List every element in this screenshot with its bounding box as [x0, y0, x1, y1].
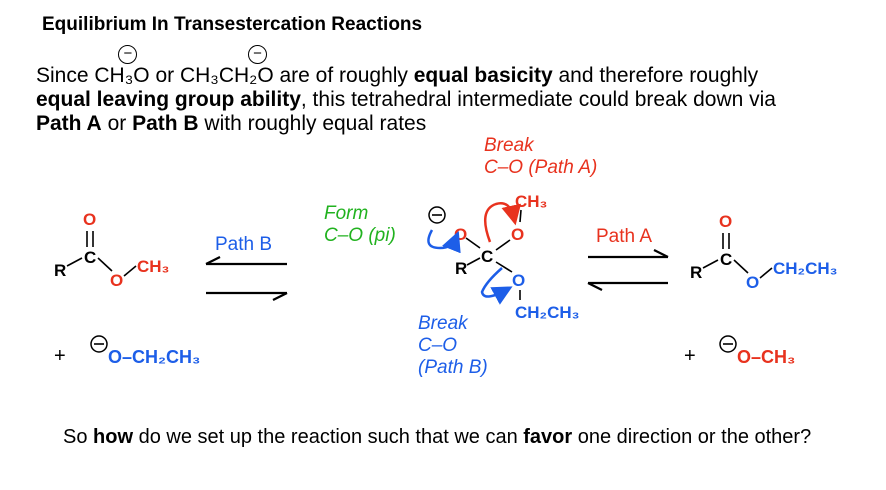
ethyl-group: CH₂CH₃ [773, 259, 838, 278]
bold-text: Path B [132, 112, 199, 135]
r-group: R [54, 261, 66, 280]
ester-oxygen: O [110, 271, 123, 290]
bold-text: equal basicity [413, 64, 553, 87]
r-group: R [455, 259, 467, 278]
explanation-paragraph: Since CH₃O− or CH₃CH₂O− are of roughly e… [36, 45, 876, 136]
bold-text: Path A [36, 112, 102, 135]
methoxide-ion: + O–CH₃ [684, 335, 795, 367]
carbonyl-oxygen: O [719, 212, 732, 231]
methyl-group: CH₃ [515, 192, 547, 211]
negative-charge-icon [90, 335, 108, 353]
svg-text:O–CH₃: O–CH₃ [737, 347, 795, 367]
ethoxide-formula: CH₃CH₂O− [179, 45, 274, 87]
path-b-arrow-label: Path B [215, 234, 272, 255]
equilibrium-arrows-right [587, 249, 669, 291]
text: or [155, 64, 180, 87]
negative-charge-icon [719, 335, 737, 353]
methyl-group: CH₃ [137, 257, 169, 276]
svg-text:+: + [54, 345, 66, 367]
ethyl-ester: O C R O CH₂CH₃ [690, 212, 838, 292]
carbonyl-oxygen: O [83, 210, 96, 229]
negative-charge-icon [428, 206, 446, 224]
question-text: So how do we set up the reaction such th… [63, 426, 812, 448]
equilibrium-arrows-left [205, 256, 288, 301]
svg-text:O–CH₂CH₃: O–CH₂CH₃ [108, 347, 200, 367]
alkoxide-oxygen: O [454, 225, 467, 244]
ethoxide-ion: + O–CH₂CH₃ [54, 335, 200, 367]
negative-charge-icon: − [247, 45, 267, 64]
text: are of roughly [279, 64, 414, 87]
text: and therefore roughly [552, 64, 759, 87]
form-pi-curved-arrow [427, 229, 461, 254]
central-carbon: C [481, 247, 493, 266]
break-path-a-curved-arrow [483, 202, 522, 243]
break-path-b-curved-arrow [480, 267, 513, 305]
carbonyl-carbon: C [84, 248, 96, 267]
path-a-arrow-label: Path A [596, 226, 652, 247]
page-title: Equilibrium In Transestercation Reaction… [42, 14, 423, 35]
ethyl-group: CH₂CH₃ [515, 303, 580, 322]
text: or [101, 112, 133, 135]
svg-text:+: + [684, 345, 696, 367]
text: with roughly equal rates [198, 112, 427, 135]
ester-oxygen: O [746, 273, 759, 292]
r-group: R [690, 263, 702, 282]
tetrahedral-intermediate: O C R O CH₃ O CH₂CH₃ [428, 192, 580, 322]
ethoxy-oxygen: O [512, 271, 525, 290]
text: Since [36, 64, 95, 87]
methoxide-formula: CH₃O− [94, 45, 150, 87]
methoxy-oxygen: O [511, 225, 524, 244]
carbonyl-carbon: C [720, 250, 732, 269]
methyl-ester: O C R O CH₃ [54, 210, 169, 290]
text: , this tetrahedral intermediate could br… [300, 88, 776, 111]
bold-text: equal leaving group ability [36, 88, 301, 111]
negative-charge-icon: − [118, 45, 138, 64]
